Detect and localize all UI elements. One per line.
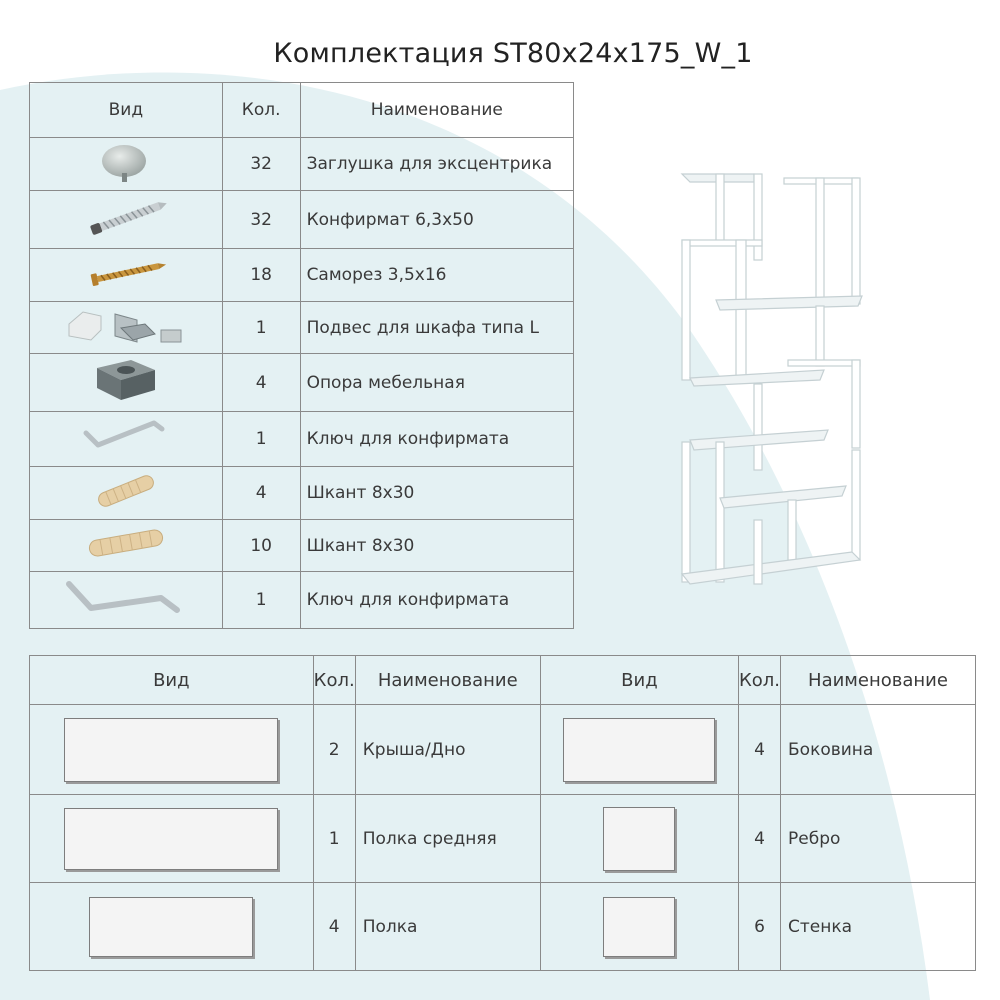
table-row: 1 Ключ для конфирмата	[29, 411, 575, 467]
table-row: 4 Опора мебельная	[29, 353, 575, 412]
header-name: Наименование	[780, 655, 976, 705]
qty-cell: 32	[221, 137, 301, 191]
cap-plug-icon	[29, 137, 223, 191]
qty-cell: 32	[221, 190, 301, 249]
confirmat-screw-icon	[29, 190, 223, 249]
name-cell: Ребро	[780, 794, 976, 883]
qty-cell: 1	[221, 301, 301, 354]
qty-cell: 1	[312, 794, 356, 883]
table-row: 4 Шкант 8х30	[29, 466, 575, 520]
medium-panel-icon	[539, 704, 739, 795]
header-name: Наименование	[299, 82, 575, 138]
qty-cell: 1	[221, 571, 301, 629]
dowel-icon	[29, 519, 223, 572]
qty-cell: 1	[221, 411, 301, 467]
table-row: 1 Ключ для конфирмата	[29, 571, 575, 629]
table-row: 32 Конфирмат 6,3х50	[29, 190, 575, 249]
name-cell: Полка	[354, 882, 541, 971]
qty-cell: 18	[221, 248, 301, 302]
name-cell: Боковина	[780, 704, 976, 795]
name-cell: Подвес для шкафа типа L	[299, 301, 575, 354]
qty-cell: 4	[737, 794, 782, 883]
name-cell: Крыша/Дно	[354, 704, 541, 795]
wood-screw-icon	[29, 248, 223, 302]
qty-cell: 4	[312, 882, 356, 971]
table-row: 32 Заглушка для эксцентрика	[29, 137, 575, 191]
furniture-foot-icon	[29, 353, 223, 412]
name-cell: Саморез 3,5х16	[299, 248, 575, 302]
table-row: 10 Шкант 8х30	[29, 519, 575, 572]
table-row: 1 Подвес для шкафа типа L	[29, 301, 575, 354]
table-row: 18 Саморез 3,5х16	[29, 248, 575, 302]
wide-panel-icon	[29, 794, 314, 883]
table-row: 2 Крыша/Дно 4 Боковина	[29, 704, 976, 795]
table-header-row: Вид Кол. Наименование	[29, 82, 575, 138]
name-cell: Ключ для конфирмата	[299, 571, 575, 629]
hex-key-icon	[29, 571, 223, 629]
qty-cell: 4	[737, 704, 782, 795]
page-title: Комплектация ST80x24x175_W_1	[273, 38, 753, 69]
name-cell: Конфирмат 6,3х50	[299, 190, 575, 249]
header-name: Наименование	[354, 655, 541, 705]
qty-cell: 6	[737, 882, 782, 971]
table-row: 1 Полка средняя 4 Ребро	[29, 794, 976, 883]
name-cell: Опора мебельная	[299, 353, 575, 412]
header-qty: Кол.	[312, 655, 356, 705]
qty-cell: 2	[312, 704, 356, 795]
name-cell: Ключ для конфирмата	[299, 411, 575, 467]
name-cell: Шкант 8х30	[299, 519, 575, 572]
qty-cell: 10	[221, 519, 301, 572]
name-cell: Шкант 8х30	[299, 466, 575, 520]
hex-key-icon	[29, 411, 223, 467]
panels-table: Вид Кол. Наименование Вид Кол. Наименова…	[29, 655, 976, 971]
qty-cell: 4	[221, 353, 301, 412]
name-cell: Стенка	[780, 882, 976, 971]
header-qty: Кол.	[221, 82, 301, 138]
header-view: Вид	[539, 655, 739, 705]
name-cell: Заглушка для эксцентрика	[299, 137, 575, 191]
header-qty: Кол.	[737, 655, 782, 705]
table-row: 4 Полка 6 Стенка	[29, 882, 976, 971]
small-panel-icon	[539, 794, 739, 883]
header-view: Вид	[29, 82, 223, 138]
table-header-row: Вид Кол. Наименование Вид Кол. Наименова…	[29, 655, 976, 705]
hardware-table: Вид Кол. Наименование 32 Заглушка для эк…	[29, 82, 575, 629]
qty-cell: 4	[221, 466, 301, 520]
wide-panel-icon	[29, 704, 314, 795]
name-cell: Полка средняя	[354, 794, 541, 883]
shelving-unit-illustration	[680, 173, 863, 585]
small-panel-icon	[539, 882, 739, 971]
header-view: Вид	[29, 655, 314, 705]
dowel-icon	[29, 466, 223, 520]
cabinet-hanger-icon	[29, 301, 223, 354]
shelf-panel-icon	[29, 882, 314, 971]
